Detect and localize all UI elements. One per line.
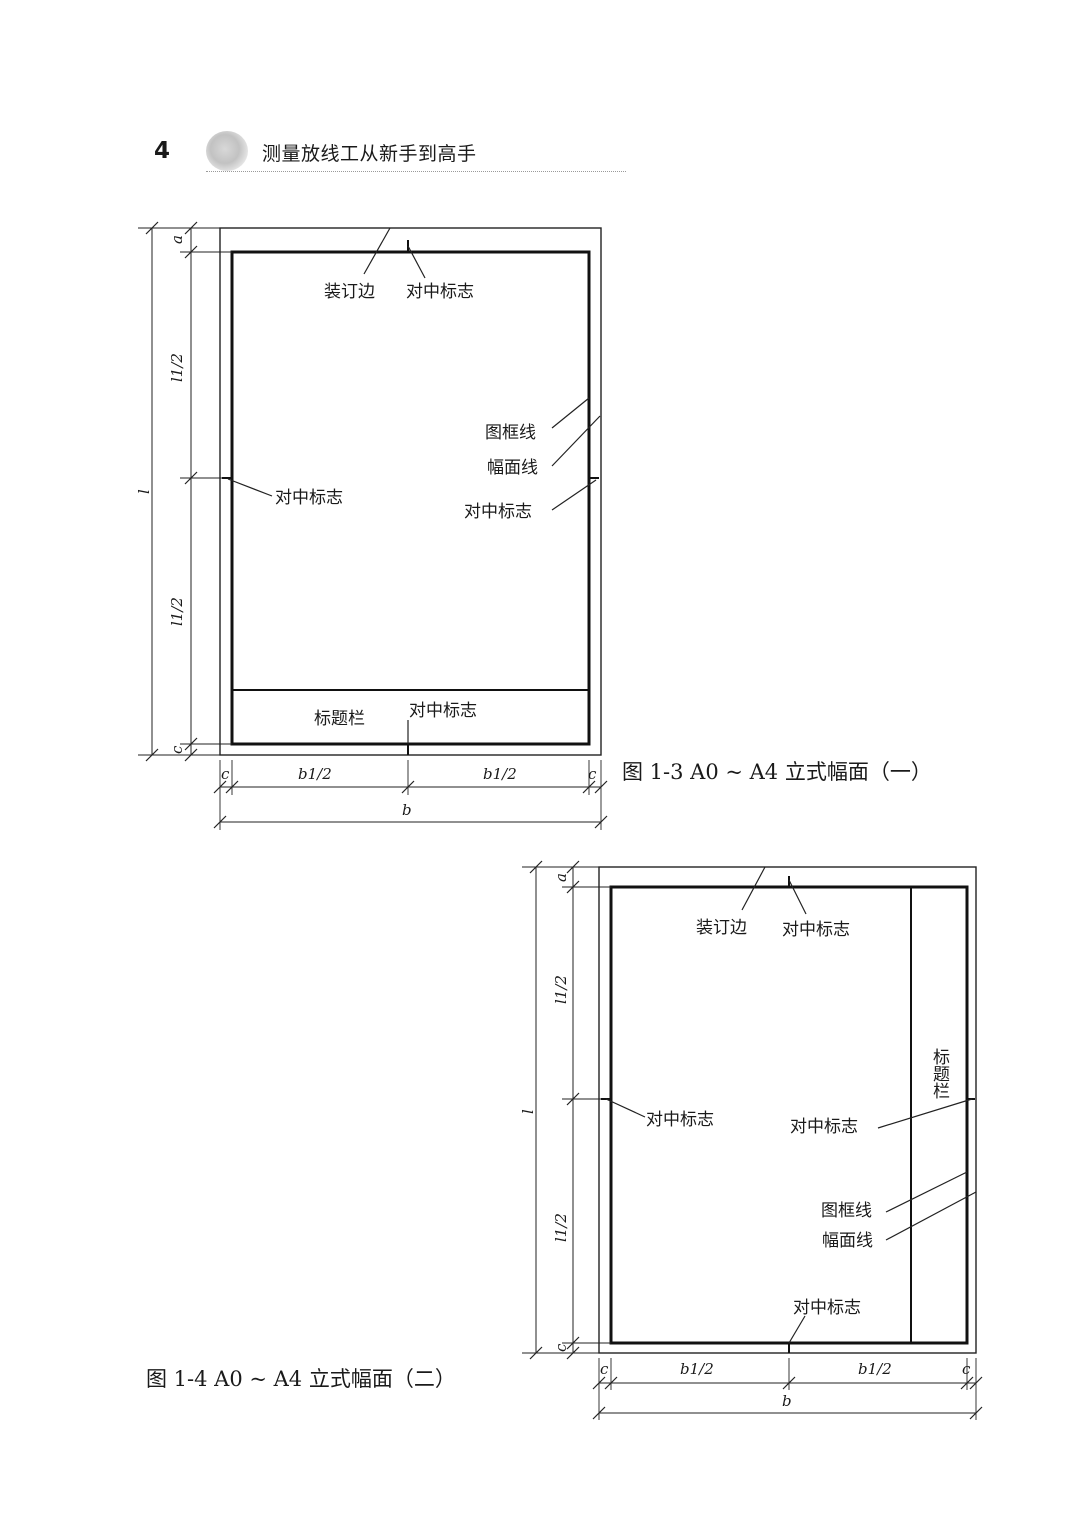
dim-label-a: a bbox=[168, 235, 186, 244]
tick bbox=[184, 748, 198, 762]
book-title: 测量放线工从新手到高手 bbox=[262, 143, 477, 165]
tick bbox=[969, 1376, 983, 1390]
sheet-outline bbox=[598, 866, 977, 1354]
label-frame-line: 图框线 bbox=[485, 423, 536, 443]
tick bbox=[566, 1092, 580, 1106]
figure-caption: 图 1-3 A0 ~ A4 立式幅面（一） bbox=[622, 760, 932, 784]
dim-label-b: b bbox=[782, 1392, 792, 1410]
page-header: 4 测量放线工从新手到高手 bbox=[0, 0, 1080, 200]
tick bbox=[145, 221, 159, 235]
leader-sheet-line bbox=[551, 415, 601, 467]
tick bbox=[225, 780, 239, 794]
dim-label-c-right: c bbox=[962, 1360, 971, 1378]
label-center-mark-right: 对中标志 bbox=[464, 502, 532, 522]
dim-label-c-vertical: c bbox=[168, 745, 186, 754]
header-rule bbox=[206, 171, 626, 172]
page-number: 4 bbox=[154, 138, 171, 164]
dim-label-b: b bbox=[402, 801, 412, 819]
dim-label-c-left: c bbox=[221, 765, 230, 783]
tick bbox=[566, 1346, 580, 1360]
tick bbox=[592, 1376, 606, 1390]
label-sheet-line: 幅面线 bbox=[822, 1231, 873, 1251]
leader-frame-line bbox=[885, 1171, 968, 1213]
leader-sheet-line bbox=[885, 1191, 977, 1241]
dim-label-b-half-left: b1/2 bbox=[298, 765, 332, 783]
leader-binding-edge bbox=[363, 227, 391, 275]
dim-label-a: a bbox=[552, 873, 570, 882]
leader-center-mark-top bbox=[788, 879, 807, 915]
label-center-mark-bottom: 对中标志 bbox=[409, 701, 477, 721]
tick bbox=[969, 1406, 983, 1420]
leader-binding-edge bbox=[741, 866, 766, 911]
label-title-block: 标题栏 bbox=[929, 1048, 950, 1099]
tick bbox=[782, 1376, 796, 1390]
sheet-outline bbox=[219, 227, 602, 756]
label-sheet-line: 幅面线 bbox=[487, 458, 538, 478]
book-logo-icon bbox=[206, 131, 248, 171]
leader-center-mark-right bbox=[877, 1098, 973, 1129]
tick bbox=[592, 1406, 606, 1420]
tick bbox=[529, 1346, 543, 1360]
dim-label-l: l bbox=[135, 489, 153, 494]
figure-1-4: 装订边 对中标志 对中标志 对中标志 图框线 幅面线 对中标志 标题栏 a l1… bbox=[146, 860, 983, 1420]
label-title-block: 标题栏 bbox=[314, 709, 365, 729]
label-center-mark-left: 对中标志 bbox=[646, 1110, 714, 1130]
tick bbox=[594, 815, 608, 829]
tick bbox=[184, 221, 198, 235]
dim-label-b-half-left: b1/2 bbox=[680, 1360, 714, 1378]
tick bbox=[213, 780, 227, 794]
tick bbox=[566, 1336, 580, 1350]
figure-caption: 图 1-4 A0 ~ A4 立式幅面（二） bbox=[146, 1367, 456, 1391]
tick bbox=[960, 1376, 974, 1390]
tick bbox=[529, 860, 543, 874]
dim-label-c-right: c bbox=[588, 765, 597, 783]
tick bbox=[594, 780, 608, 794]
label-binding-edge: 装订边 bbox=[324, 282, 375, 302]
dim-label-c-left: c bbox=[600, 1360, 609, 1378]
dim-label-l: l bbox=[519, 1109, 537, 1114]
dim-label-l-half-top: l1/2 bbox=[552, 975, 570, 1004]
label-frame-line: 图框线 bbox=[821, 1201, 872, 1221]
tick bbox=[566, 860, 580, 874]
tick bbox=[145, 748, 159, 762]
label-center-mark-bottom: 对中标志 bbox=[793, 1298, 861, 1318]
dim-label-b-half-right: b1/2 bbox=[483, 765, 517, 783]
dim-label-l-half-bottom: l1/2 bbox=[168, 597, 186, 626]
leader-center-mark-top bbox=[407, 245, 426, 279]
leader-frame-line bbox=[551, 397, 590, 429]
tick bbox=[213, 815, 227, 829]
leader-center-mark-bottom bbox=[788, 1315, 806, 1344]
tick bbox=[604, 1376, 618, 1390]
label-center-mark-left: 对中标志 bbox=[275, 488, 343, 508]
leader-center-mark-left bbox=[605, 1098, 646, 1118]
tick bbox=[184, 471, 198, 485]
dim-label-c-vertical: c bbox=[552, 1343, 570, 1352]
figure-1-3: 装订边 对中标志 图框线 幅面线 对中标志 对中标志 标题栏 对中标志 a l1… bbox=[135, 221, 932, 830]
leader-center-mark-left bbox=[227, 478, 273, 497]
tick bbox=[582, 780, 596, 794]
tick bbox=[566, 880, 580, 894]
dim-label-l-half-bottom: l1/2 bbox=[552, 1213, 570, 1242]
label-center-mark-right: 对中标志 bbox=[790, 1117, 858, 1137]
leader-center-mark-right bbox=[551, 479, 597, 511]
label-binding-edge: 装订边 bbox=[696, 918, 747, 938]
label-center-mark-top: 对中标志 bbox=[406, 282, 474, 302]
tick bbox=[184, 245, 198, 259]
tick bbox=[401, 780, 415, 794]
dim-label-b-half-right: b1/2 bbox=[858, 1360, 892, 1378]
drawing-frame bbox=[230, 250, 591, 746]
tick bbox=[184, 737, 198, 751]
dim-label-l-half-top: l1/2 bbox=[168, 353, 186, 382]
label-center-mark-top: 对中标志 bbox=[782, 920, 850, 940]
